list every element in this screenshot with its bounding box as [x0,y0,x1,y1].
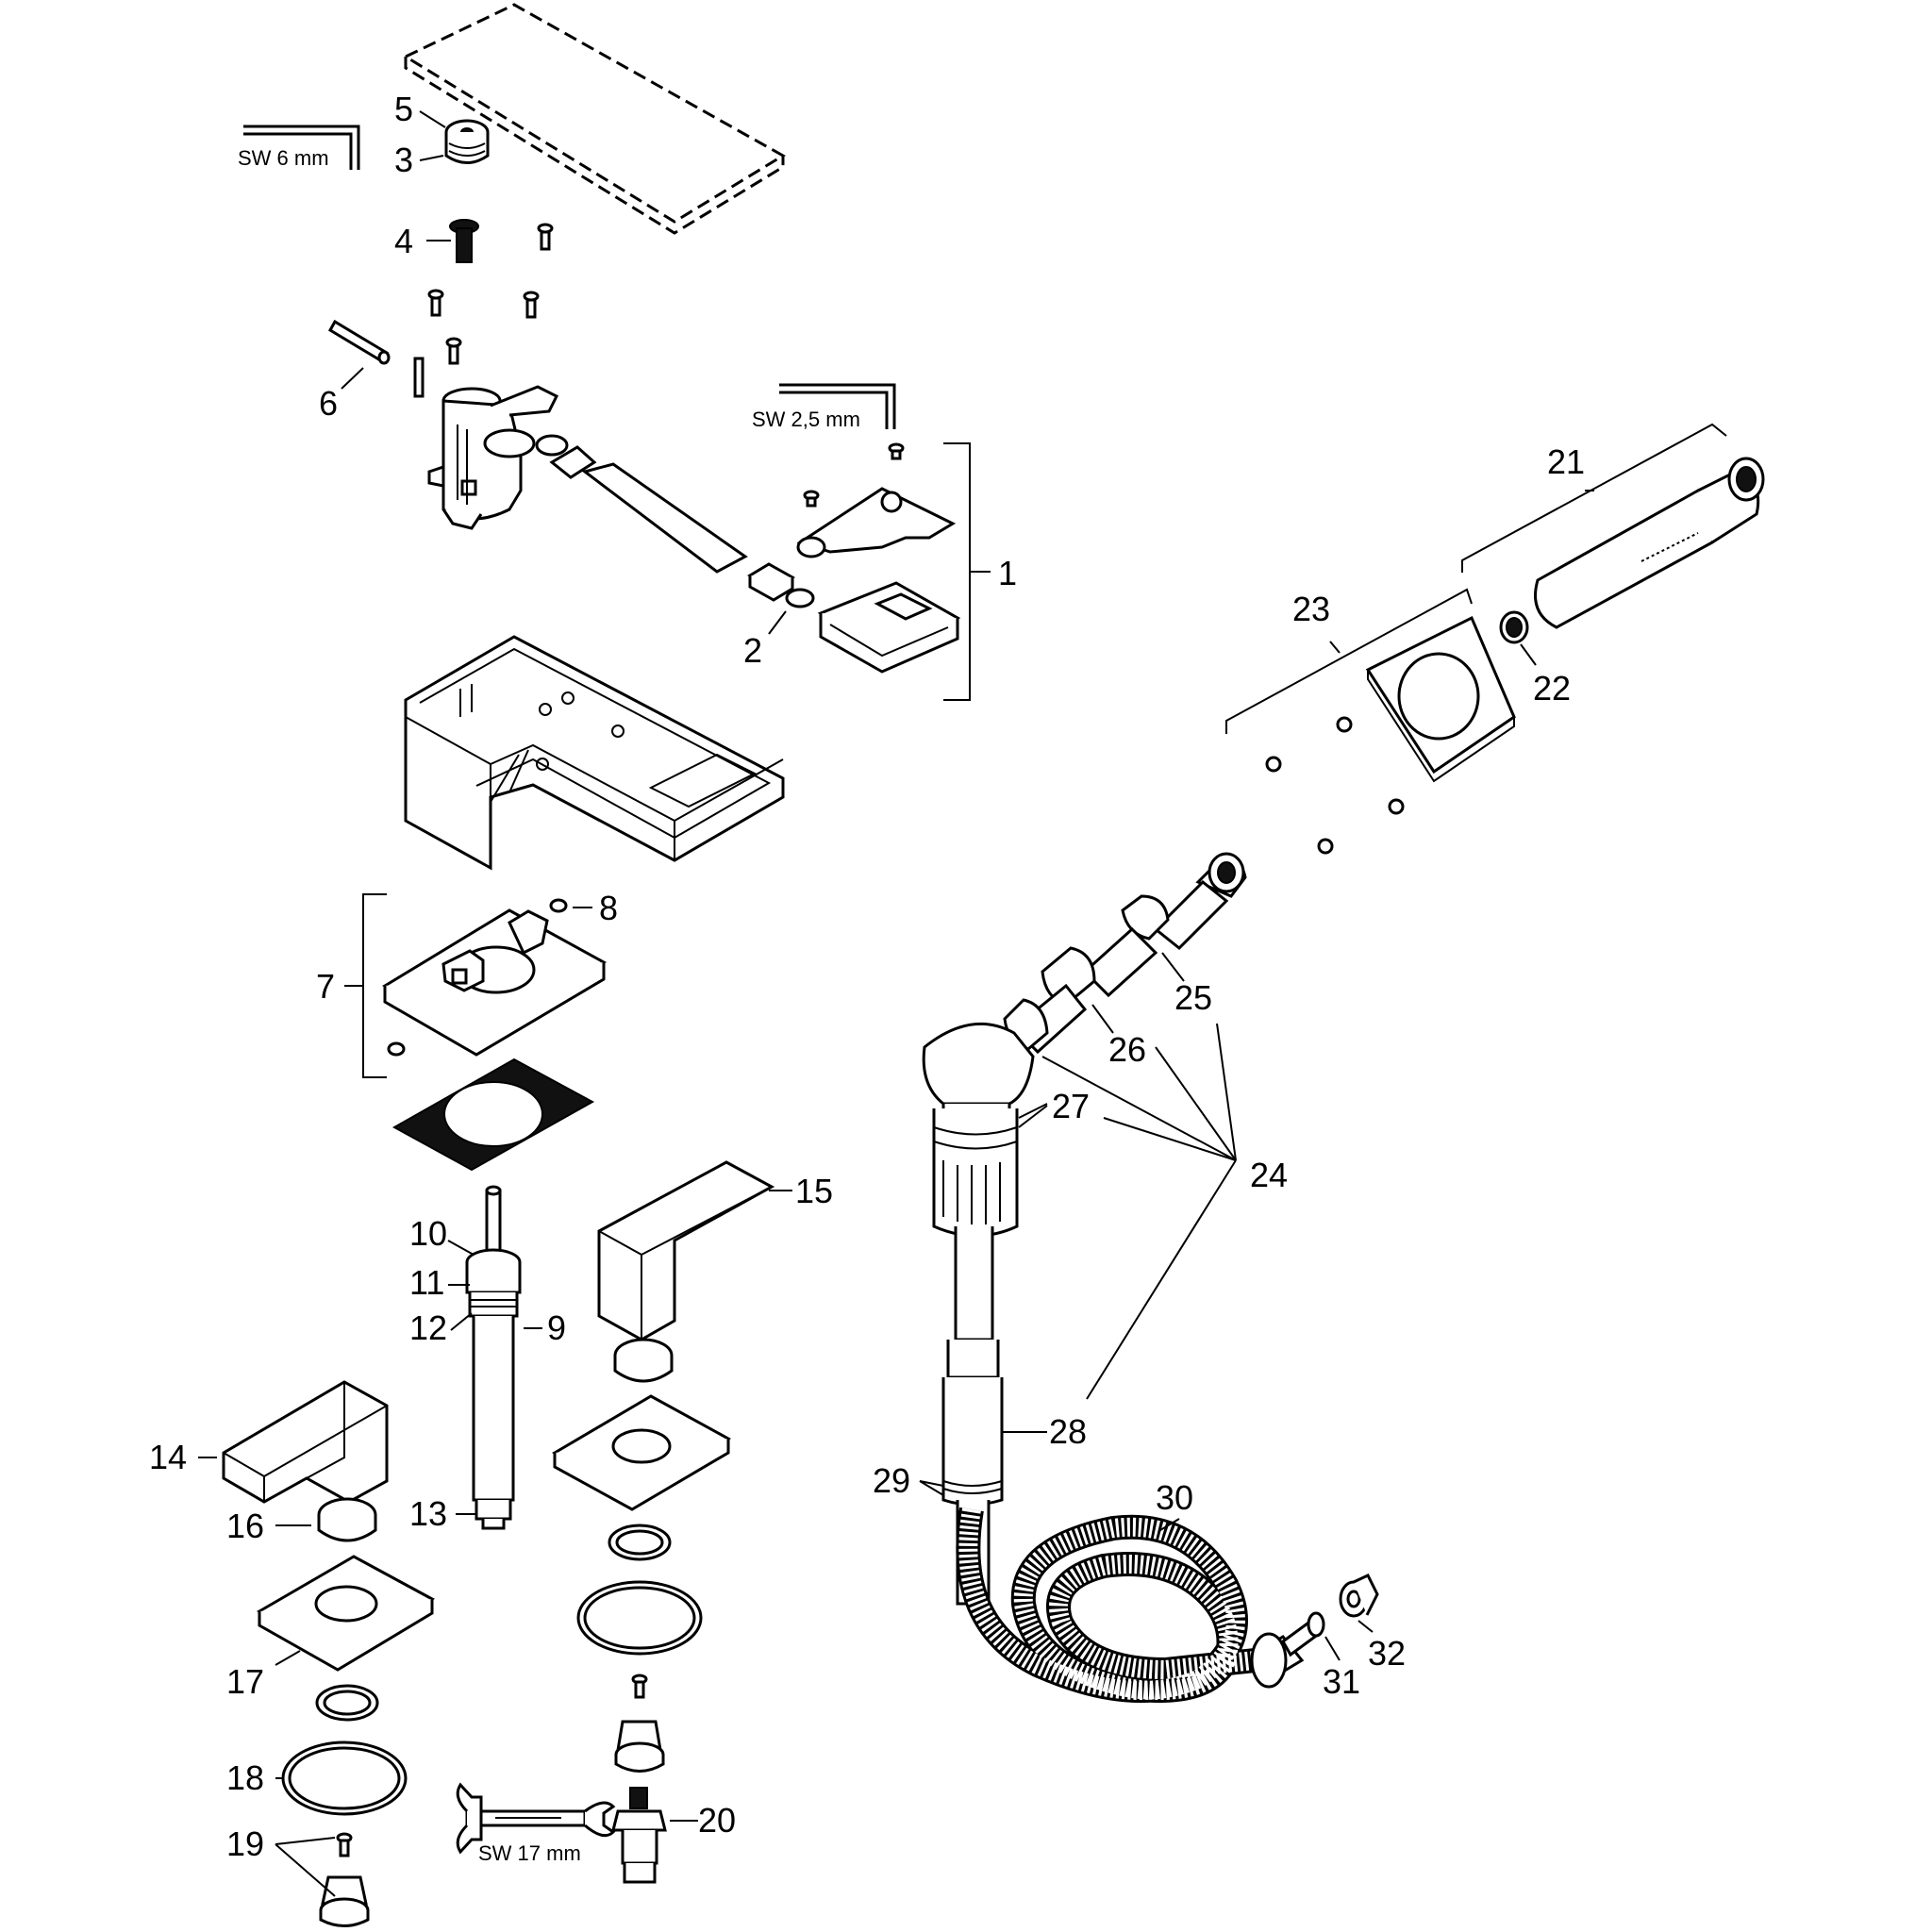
tool-label-sw2-5: SW 2,5 mm [752,408,860,431]
aerator-part [444,119,490,164]
tool-label-sw17: SW 17 mm [478,1841,581,1865]
dashed-cover-plate [402,3,786,235]
label-24: 24 [1250,1156,1288,1194]
label-18: 18 [226,1758,264,1797]
label-19: 19 [226,1824,264,1863]
label-25: 25 [1174,978,1212,1017]
label-4: 4 [394,222,413,260]
label-31: 31 [1323,1662,1360,1701]
label-16: 16 [226,1507,264,1545]
screw-part [449,219,479,263]
label-22: 22 [1533,669,1571,708]
seal-22 [1499,610,1529,644]
leader-lines-24 [1041,1023,1237,1400]
mounting-plate [796,442,957,558]
spindle-cartridge [465,1185,522,1530]
tool-label-sw6: SW 6 mm [238,146,329,170]
label-32: 32 [1368,1634,1406,1673]
label-12: 12 [409,1308,447,1347]
o-ring [535,434,569,457]
seal-clip [549,445,597,479]
label-29: 29 [873,1461,910,1500]
hand-shower [1534,457,1765,629]
label-6: 6 [319,384,338,423]
label-14: 14 [149,1438,187,1476]
label-21: 21 [1547,442,1585,481]
label-17: 17 [226,1662,264,1701]
grub-screw-8 [549,898,568,913]
cartridge-part [817,581,961,674]
label-11: 11 [409,1263,444,1302]
bracket-21 [1461,423,1727,573]
label-28: 28 [1049,1412,1087,1451]
label-20: 20 [698,1801,736,1840]
hose-end-fitting [1250,1611,1325,1689]
clip-part [413,357,425,398]
label-8: 8 [599,889,618,927]
bracket-1 [943,442,971,701]
label-26: 26 [1108,1030,1146,1069]
base-plate [382,908,608,1057]
hex-key-6mm-icon [243,125,360,170]
nut-32 [1339,1574,1379,1618]
holder-screws [1265,716,1405,855]
handle-14 [222,1380,389,1504]
label-10: 10 [409,1214,447,1253]
pullout-assembly [922,852,1247,1606]
label-1: 1 [998,554,1017,592]
pin-part [327,319,391,365]
diverter-body [427,385,559,530]
hex-key-2-5mm-icon [779,383,896,429]
bracket-23 [1225,588,1473,734]
flat-bar [581,462,748,574]
handle-15 [597,1160,775,1341]
right-stack [551,1338,732,1773]
spout-housing [404,635,785,871]
holder-plate [1365,615,1516,783]
grub-screw [387,1041,406,1057]
o-ring-2 [785,588,815,608]
label-13: 13 [409,1494,447,1533]
label-23: 23 [1292,590,1330,628]
label-30: 30 [1156,1478,1193,1517]
label-27: 27 [1052,1087,1090,1125]
valve-20 [611,1787,667,1884]
small-screws [427,223,554,365]
label-2: 2 [743,631,762,670]
label-9: 9 [547,1308,566,1347]
hose-coil [956,1507,1296,1703]
label-7: 7 [316,967,335,1006]
gasket [391,1058,595,1172]
label-3: 3 [394,141,413,179]
label-15: 15 [795,1172,833,1210]
wrench-17mm-icon [456,1782,616,1855]
label-5: 5 [394,90,413,128]
left-stack [256,1497,436,1927]
